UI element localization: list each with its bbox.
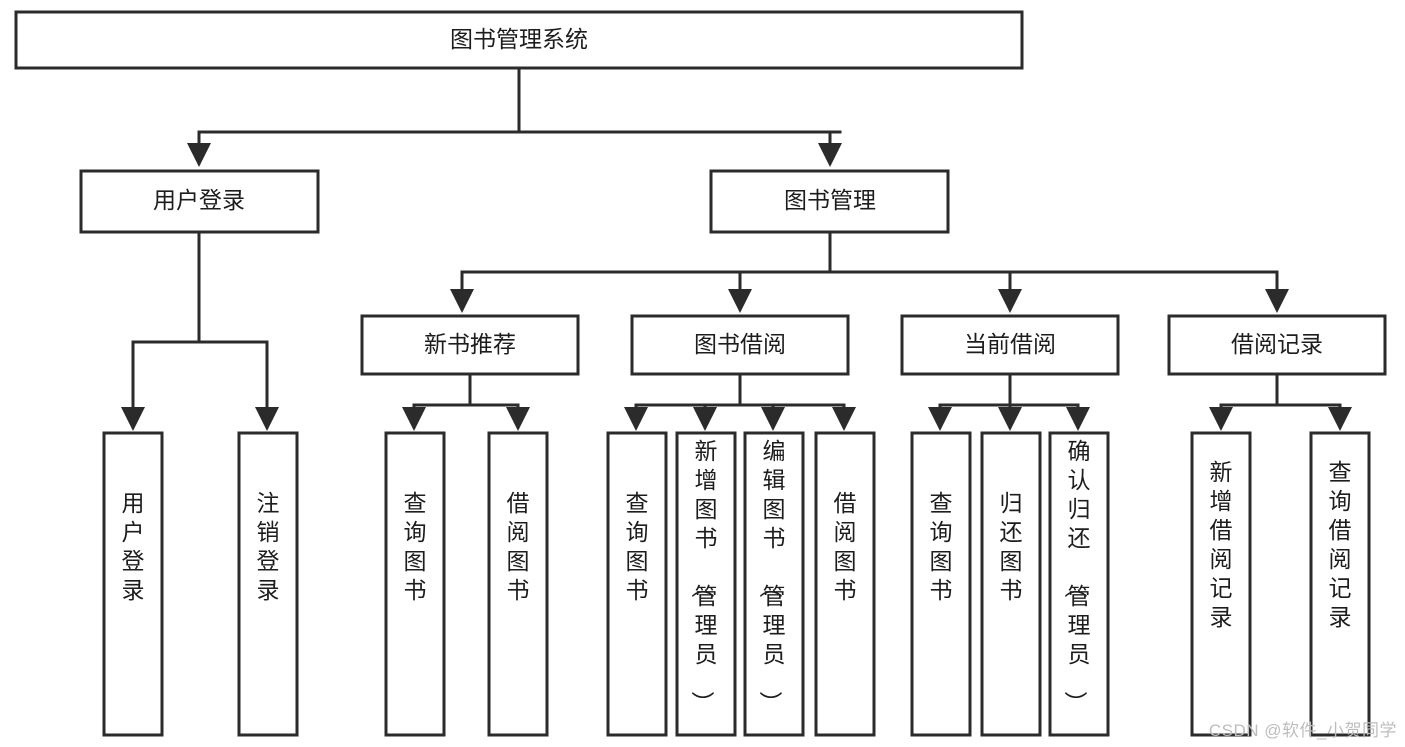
leaf-query-book-2-box[interactable] <box>606 431 668 737</box>
node-book-management-box[interactable] <box>709 169 950 234</box>
leaf-edit-book-label: 编辑图书（管理员） <box>758 438 786 714</box>
node-root-box[interactable] <box>14 10 1024 70</box>
leaf-query-book-3-box[interactable] <box>910 431 972 737</box>
node-book-management-label: 图书管理 <box>784 187 876 213</box>
leaf-return-book-box[interactable] <box>980 431 1042 737</box>
node-new-book-recommend-label: 新书推荐 <box>424 331 516 357</box>
node-user-login[interactable]: 用户登录 <box>79 169 320 234</box>
node-borrow-record-label: 借阅记录 <box>1231 331 1323 357</box>
node-current-borrow-label: 当前借阅 <box>964 331 1056 357</box>
leaf-borrow-book-1-label: 借阅图书 <box>507 490 530 603</box>
leaf-query-book-2-label: 查询图书 <box>626 490 649 603</box>
leaf-node-return-book[interactable]: 归还图书 <box>980 431 1042 737</box>
node-book-borrow[interactable]: 图书借阅 <box>630 314 850 376</box>
node-book-management[interactable]: 图书管理 <box>709 169 950 234</box>
node-new-book-recommend[interactable]: 新书推荐 <box>360 314 580 376</box>
leaf-logout-label: 注销登录 <box>257 490 280 603</box>
edge-group-book-borrow <box>624 372 856 431</box>
leaf-borrow-book-2-label: 借阅图书 <box>834 490 857 603</box>
node-user-login-box[interactable] <box>79 169 320 234</box>
leaf-node-add-record[interactable]: 新增借阅记录 <box>1190 431 1252 737</box>
leaf-return-book-label: 归还图书 <box>1000 490 1023 603</box>
leaf-node-query-book-3[interactable]: 查询图书 <box>910 431 972 737</box>
leaf-user-login-label: 用户登录 <box>122 490 145 603</box>
leaf-logout-box[interactable] <box>237 431 299 737</box>
node-book-borrow-box[interactable] <box>630 314 850 376</box>
leaf-node-borrow-book-2[interactable]: 借阅图书 <box>814 431 876 737</box>
leaf-add-record-label: 新增借阅记录 <box>1210 459 1233 630</box>
leaf-borrow-book-2-box[interactable] <box>814 431 876 737</box>
edge-group-borrow-record <box>1209 372 1352 431</box>
edge-group-new-book-recommend <box>402 372 530 431</box>
leaf-node-user-login[interactable]: 用户登录 <box>102 431 164 737</box>
leaf-borrow-book-1-box[interactable] <box>487 431 549 737</box>
leaf-confirm-return-box[interactable] <box>1048 431 1110 737</box>
leaf-query-record-box[interactable] <box>1309 431 1371 737</box>
leaf-node-logout[interactable]: 注销登录 <box>237 431 299 737</box>
leaf-edit-book-box[interactable] <box>743 431 805 737</box>
leaf-add-record-box[interactable] <box>1190 431 1252 737</box>
node-borrow-record-box[interactable] <box>1167 314 1387 376</box>
leaf-query-book-1-box[interactable] <box>384 431 446 737</box>
node-user-login-label: 用户登录 <box>153 187 245 213</box>
node-root[interactable]: 图书管理系统 <box>14 10 1024 70</box>
node-borrow-record[interactable]: 借阅记录 <box>1167 314 1387 376</box>
leaf-node-query-book-1[interactable]: 查询图书 <box>384 431 446 737</box>
leaf-node-query-record[interactable]: 查询借阅记录 <box>1309 431 1371 737</box>
leaf-node-confirm-return[interactable]: 确认归还（管理员） <box>1048 431 1110 737</box>
node-new-book-recommend-box[interactable] <box>360 314 580 376</box>
leaf-query-record-label: 查询借阅记录 <box>1329 459 1352 630</box>
node-current-borrow-box[interactable] <box>900 314 1120 376</box>
leaf-confirm-return-label: 确认归还（管理员） <box>1063 438 1091 714</box>
leaf-add-book-label: 新增图书（管理员） <box>690 438 718 714</box>
node-root-label: 图书管理系统 <box>450 26 588 52</box>
csdn-watermark: CSDN @软件_小贺同学 <box>1208 721 1397 740</box>
edge-group-book-management <box>450 230 1289 313</box>
leaf-add-book-box[interactable] <box>675 431 737 737</box>
edge-group-current-borrow <box>928 372 1090 431</box>
edge-group-user-login <box>121 230 279 431</box>
leaf-query-book-3-label: 查询图书 <box>930 490 953 603</box>
node-current-borrow[interactable]: 当前借阅 <box>900 314 1120 376</box>
leaf-node-edit-book[interactable]: 编辑图书（管理员） <box>743 431 805 737</box>
node-book-borrow-label: 图书借阅 <box>694 331 786 357</box>
leaf-node-borrow-book-1[interactable]: 借阅图书 <box>487 431 549 737</box>
leaf-node-query-book-2[interactable]: 查询图书 <box>606 431 668 737</box>
leaf-node-add-book[interactable]: 新增图书（管理员） <box>675 431 737 737</box>
leaf-query-book-1-label: 查询图书 <box>404 490 427 603</box>
leaf-user-login-box[interactable] <box>102 431 164 737</box>
edge-group-root <box>187 66 842 167</box>
